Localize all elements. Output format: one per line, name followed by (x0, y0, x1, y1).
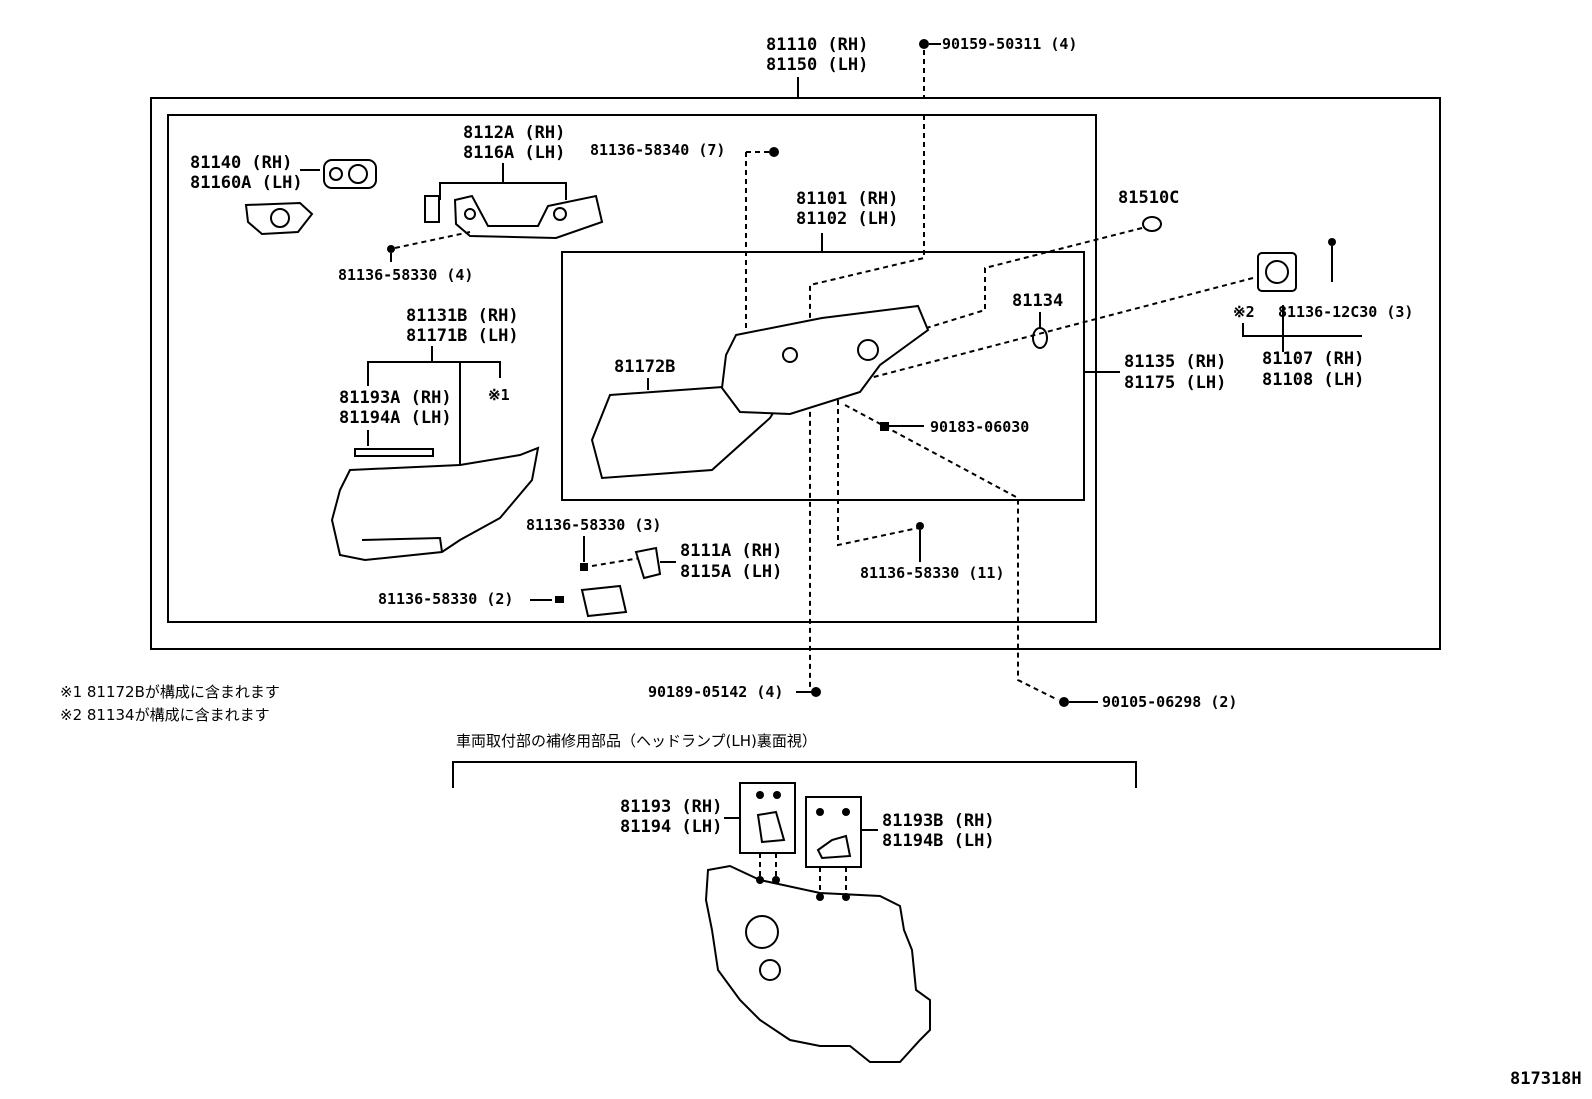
label-trim-lh: 81194A (LH) (339, 408, 452, 428)
label-screw-7: 81136-58340 (7) (590, 141, 725, 159)
label-bracket-rh: 8112A (RH) (463, 123, 565, 143)
oring-icon (1032, 327, 1048, 349)
label-oring: 81134 (1012, 291, 1063, 311)
screw-icon (919, 39, 929, 49)
assembly-inner-frame (167, 114, 1097, 623)
label-repair-a-lh: 81194 (LH) (620, 817, 722, 837)
bezel-unit-icon (244, 201, 314, 236)
nut-icon (880, 422, 889, 431)
clip-bracket-icon (580, 584, 628, 618)
repair-b-box (805, 796, 862, 868)
label-trim-rh: 81193A (RH) (339, 388, 452, 408)
trim-strip-icon (354, 448, 434, 457)
label-sub-rh: 81135 (RH) (1124, 352, 1226, 372)
note-1: ※1 81172Bが構成に含まれます (60, 683, 280, 701)
label-housing-rh: 81101 (RH) (796, 189, 898, 209)
label-lens-lh: 81171B (LH) (406, 326, 519, 346)
label-screw-3: 81136-58330 (3) (526, 516, 661, 534)
label-note1-mark: ※1 (488, 386, 510, 404)
label-ballast-rh: 81107 (RH) (1262, 349, 1364, 369)
figure-code: 817318H (1510, 1069, 1582, 1089)
label-repair-b-rh: 81193B (RH) (882, 811, 995, 831)
label-repair-a-rh: 81193 (RH) (620, 797, 722, 817)
ballast-icon (1257, 252, 1297, 292)
bolt-icon (811, 687, 821, 697)
cover-icon (634, 546, 662, 580)
label-bolt-bottom: 90189-05142 (4) (648, 683, 783, 701)
screw-icon (1328, 238, 1336, 246)
screw-icon (387, 245, 395, 253)
dashed-bolt-path (809, 115, 925, 690)
label-assy-rh: 81110 (RH) (766, 35, 868, 55)
label-housing-lh: 81102 (LH) (796, 209, 898, 229)
label-nut: 90183-06030 (930, 418, 1029, 436)
projector-unit-icon (323, 159, 377, 189)
housing-body-icon (720, 304, 930, 416)
label-cover-lh: 8115A (LH) (680, 562, 782, 582)
label-lens-rh: 81131B (RH) (406, 306, 519, 326)
label-screw-3b: 81136-12C30 (3) (1278, 303, 1413, 321)
label-gasket: 81172B (614, 357, 675, 377)
label-sub-lh: 81175 (LH) (1124, 373, 1226, 393)
label-assy-lh: 81150 (LH) (766, 55, 868, 75)
label-screw-4: 81136-58330 (4) (338, 266, 473, 284)
screw-icon (555, 596, 564, 603)
label-unit-rh: 81140 (RH) (190, 153, 292, 173)
label-screw-11: 81136-58330 (11) (860, 564, 1005, 582)
screw-icon (580, 563, 588, 571)
assembly-outer-frame (150, 97, 1441, 650)
screw-icon (916, 522, 924, 530)
bolt-icon (1059, 697, 1069, 707)
screw-icon (769, 147, 779, 157)
note-2: ※2 81134が構成に含まれます (60, 706, 270, 724)
repair-a-box (739, 782, 796, 854)
label-ballast-lh: 81108 (LH) (1262, 370, 1364, 390)
headlamp-back-view-icon (704, 864, 931, 1063)
label-note2-mark: ※2 (1233, 303, 1255, 321)
headlamp-lens-icon (330, 446, 540, 562)
cap-icon (1142, 216, 1162, 232)
label-cap: 81510C (1118, 188, 1179, 208)
label-bolt-right: 90105-06298 (2) (1102, 693, 1237, 711)
label-screw-top: 90159-50311 (4) (942, 35, 1077, 53)
label-screw-2: 81136-58330 (2) (378, 590, 513, 608)
repair-section-bracket (452, 761, 1137, 788)
label-cover-rh: 8111A (RH) (680, 541, 782, 561)
label-unit-lh: 81160A (LH) (190, 173, 303, 193)
repair-a-clip-icon (756, 791, 786, 844)
label-bracket-lh: 8116A (LH) (463, 143, 565, 163)
repair-b-clip-icon (816, 808, 852, 860)
label-repair-b-lh: 81194B (LH) (882, 831, 995, 851)
repair-section-title: 車両取付部の補修用部品（ヘッドランプ(LH)裏面視） (456, 732, 817, 750)
bracket-assembly-icon (424, 194, 604, 240)
